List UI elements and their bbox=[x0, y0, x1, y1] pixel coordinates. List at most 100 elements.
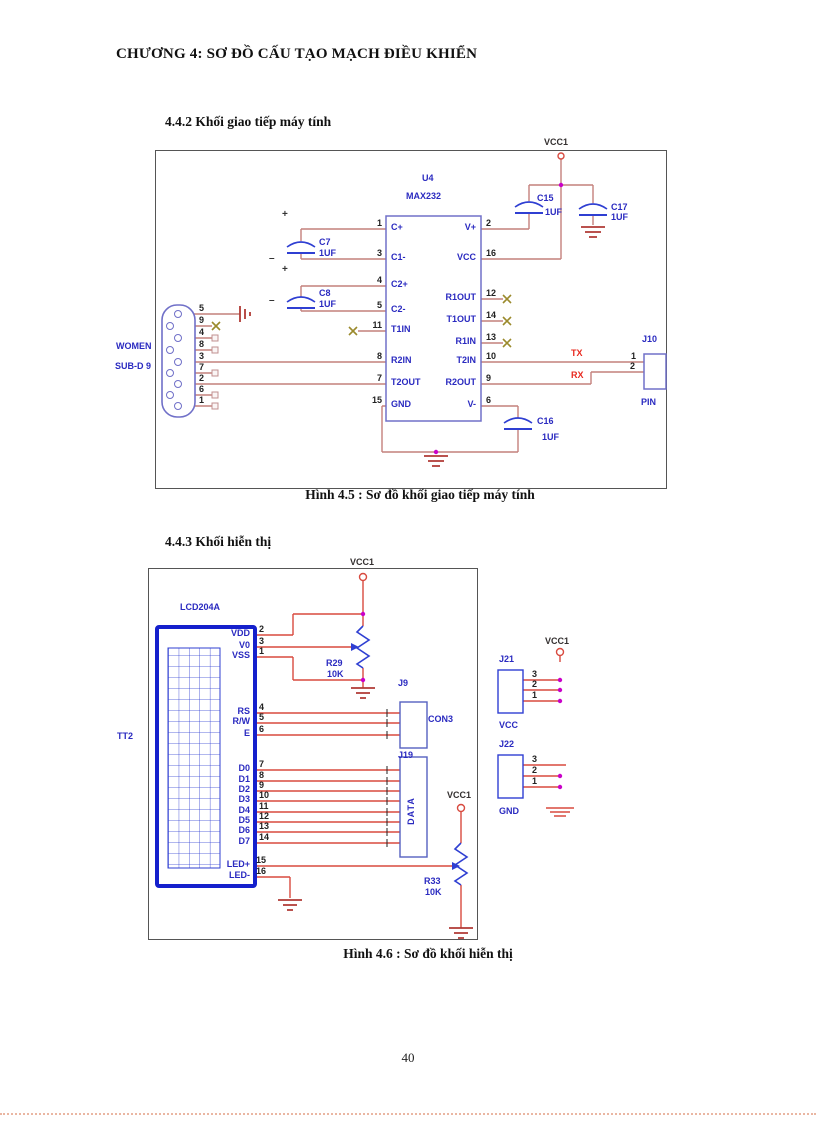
lcd-character-grid bbox=[167, 647, 221, 869]
pin-number: 4 bbox=[199, 327, 205, 337]
pin-name: VCC bbox=[456, 252, 476, 262]
capacitor-c15-icon bbox=[514, 201, 544, 214]
pin-name: D3 bbox=[238, 794, 250, 804]
ic-ref: U4 bbox=[422, 173, 434, 183]
connector-ref: J10 bbox=[642, 334, 658, 344]
pin-number: 14 bbox=[259, 832, 270, 842]
pin-name: V- bbox=[467, 399, 476, 409]
j21-body bbox=[497, 669, 524, 714]
component-ref: R29 bbox=[326, 658, 343, 668]
power-terminal-icon bbox=[358, 572, 368, 582]
pin-number: 6 bbox=[199, 384, 205, 394]
connector-name: VCC bbox=[499, 720, 519, 730]
pin-number: 3 bbox=[532, 754, 538, 764]
ground-icon bbox=[351, 687, 375, 699]
figure-border bbox=[148, 568, 478, 940]
pin-number: 6 bbox=[486, 395, 492, 405]
pin-number: 3 bbox=[532, 669, 538, 679]
pin-number: 3 bbox=[376, 248, 382, 258]
capacitor-c7-icon bbox=[286, 241, 316, 254]
pin-number: 12 bbox=[259, 811, 270, 821]
pin-number: 3 bbox=[259, 636, 265, 646]
footer-divider bbox=[0, 1113, 816, 1115]
component-value: 1UF bbox=[611, 212, 629, 222]
signal-label-tx: TX bbox=[571, 348, 583, 358]
pin-number: 7 bbox=[259, 759, 265, 769]
pin-number: 4 bbox=[376, 275, 382, 285]
pin-name: D1 bbox=[238, 774, 250, 784]
pin-number: 11 bbox=[372, 320, 382, 330]
db9-label: SUB-D 9 bbox=[115, 361, 152, 371]
section-title-442: 4.4.2 Khối giao tiếp máy tính bbox=[165, 114, 332, 129]
power-label: VCC1 bbox=[350, 557, 375, 567]
power-terminal-icon bbox=[555, 647, 565, 657]
component-ref: C7 bbox=[319, 237, 331, 247]
junction-dot bbox=[558, 182, 564, 188]
lcd-ref: LCD204A bbox=[180, 602, 221, 612]
pin-number: 11 bbox=[259, 801, 269, 811]
pin-name: E bbox=[243, 728, 250, 738]
pin-number: 8 bbox=[259, 770, 265, 780]
polarity-plus: + bbox=[282, 264, 288, 275]
component-value: 10K bbox=[327, 669, 344, 679]
db9-connector bbox=[161, 304, 196, 418]
pin-name: V0 bbox=[238, 640, 250, 650]
power-label: VCC1 bbox=[545, 636, 570, 646]
pin-number: 15 bbox=[371, 395, 382, 405]
pin-number: 1 bbox=[199, 395, 205, 405]
capacitor-c17-icon bbox=[578, 203, 608, 216]
polarity-minus: – bbox=[269, 253, 275, 264]
pin-name: C1- bbox=[391, 252, 406, 262]
pin-name: GND bbox=[391, 399, 411, 409]
connector-ref: J22 bbox=[499, 739, 515, 749]
figure-caption-45: Hình 4.5 : Sơ đồ khối giao tiếp máy tính bbox=[305, 487, 535, 502]
junction-dot bbox=[433, 449, 439, 455]
pin-number: 7 bbox=[376, 373, 382, 383]
pin-number: 1 bbox=[532, 690, 538, 700]
connector-name: CON3 bbox=[428, 714, 454, 724]
pin-number: 2 bbox=[630, 361, 636, 371]
pin-name: V+ bbox=[464, 222, 476, 232]
chapter-header: CHƯƠNG 4: SƠ ĐỒ CẤU TẠO MẠCH ĐIỀU KHIỂN bbox=[116, 46, 478, 62]
pin-number: 5 bbox=[376, 300, 382, 310]
polarity-plus: + bbox=[282, 209, 288, 220]
pin-number: 1 bbox=[259, 646, 265, 656]
pin-name: R2IN bbox=[391, 355, 412, 365]
j10-connector-body bbox=[643, 353, 667, 390]
pin-number: 16 bbox=[486, 248, 497, 258]
pin-number: 1 bbox=[376, 218, 382, 228]
pin-number: 2 bbox=[259, 624, 265, 634]
pin-name: VSS bbox=[231, 650, 250, 660]
pin-name: C2- bbox=[391, 304, 406, 314]
component-ref: C17 bbox=[611, 202, 628, 212]
component-ref: C15 bbox=[537, 193, 554, 203]
pin-number: 8 bbox=[199, 339, 205, 349]
figure-caption-46: Hình 4.6 : Sơ đồ khối hiễn thị bbox=[343, 946, 513, 961]
connector-ref: J21 bbox=[499, 654, 515, 664]
junction-dot bbox=[360, 611, 563, 790]
connector-name: PIN bbox=[641, 397, 657, 407]
component-ref: R33 bbox=[424, 876, 441, 886]
pin-number: 9 bbox=[486, 373, 492, 383]
pin-name: R2OUT bbox=[445, 377, 476, 387]
pin-number: 2 bbox=[532, 765, 538, 775]
ground-icon bbox=[239, 306, 251, 322]
pin-number: 13 bbox=[259, 821, 270, 831]
ic-u4-body bbox=[385, 215, 482, 422]
pin-name: T2IN bbox=[456, 355, 476, 365]
pin-name: D5 bbox=[238, 815, 250, 825]
pin-number: 2 bbox=[532, 679, 538, 689]
connector-name: GND bbox=[499, 806, 519, 816]
pin-number: 9 bbox=[199, 315, 205, 325]
component-value: 10K bbox=[425, 887, 442, 897]
pin-name: R1OUT bbox=[445, 292, 476, 302]
pin-name: C+ bbox=[391, 222, 403, 232]
con3-body bbox=[399, 701, 428, 749]
pin-name: C2+ bbox=[391, 279, 408, 289]
power-terminal-icon bbox=[456, 803, 466, 813]
page-number: 40 bbox=[401, 1050, 415, 1065]
pin-number: 6 bbox=[259, 724, 265, 734]
pin-number: 10 bbox=[259, 790, 270, 800]
pin-number: 7 bbox=[199, 362, 205, 372]
j22-body bbox=[497, 754, 524, 799]
